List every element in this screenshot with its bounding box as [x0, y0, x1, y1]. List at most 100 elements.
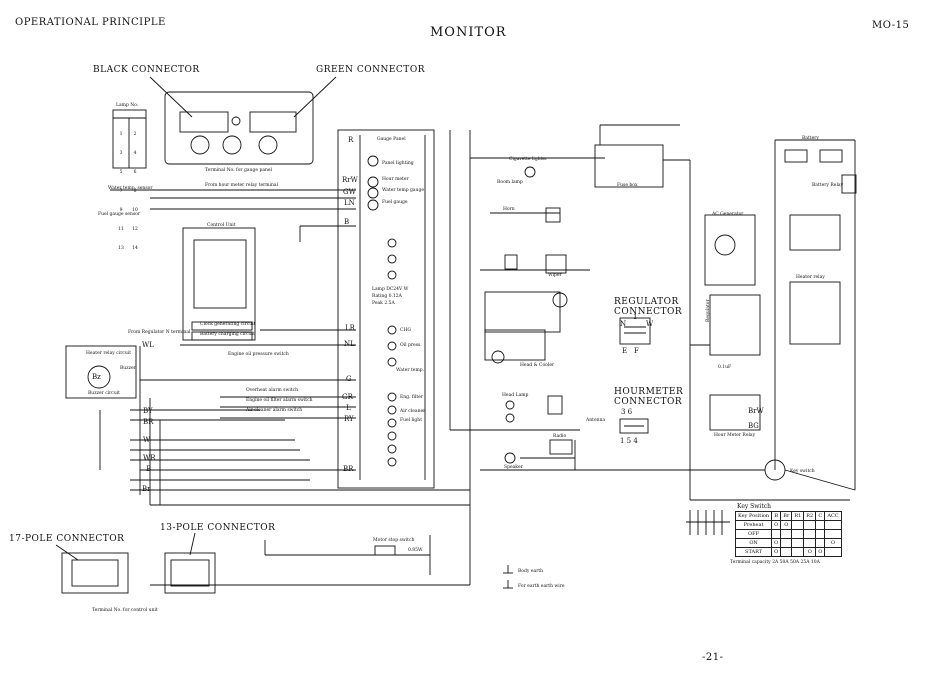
table-cell: [824, 547, 842, 557]
lamp-no-cell: 13: [118, 246, 124, 251]
table-cell: [791, 529, 805, 539]
wire-label: RY: [344, 415, 354, 423]
fuel-gauge-label: Fuel gauge: [382, 200, 408, 205]
wire-label: RrW: [342, 176, 358, 184]
wire-label: NL: [344, 340, 355, 348]
table-cell: O: [780, 520, 793, 530]
table-cell: [824, 529, 842, 539]
table-cell: [791, 520, 805, 530]
table-header-cell: ACC: [824, 511, 842, 521]
wire-label: R: [348, 136, 354, 144]
for-earth-label: For earth earth wire: [518, 584, 565, 589]
diode-label: 0.1uF: [718, 365, 732, 370]
table-cell: O: [771, 538, 782, 548]
control-unit-label: Control Unit: [207, 223, 236, 228]
table-row: START O O O: [734, 547, 842, 557]
gauge-panel-label: Gauge Panel: [377, 137, 406, 142]
terminal-gauge-label: Terminal No. for gauge panel: [205, 168, 273, 173]
wire-label: G: [346, 375, 352, 383]
antenna-label: Antenna: [586, 418, 606, 423]
lamp-no-cell: 9: [119, 208, 123, 213]
oil-press-label: Oil press.: [400, 343, 422, 348]
wire-label: LR: [345, 324, 355, 332]
section-header: OPERATIONAL PRINCIPLE: [15, 17, 166, 28]
panel-lighting-label: Panel lighting: [382, 161, 414, 166]
battery-label: Battery: [802, 136, 819, 141]
wire-label: BR: [143, 418, 154, 426]
table-cell: Preheat: [734, 520, 773, 530]
regulator-pin-f: F: [634, 347, 639, 355]
lamp-no-label: Lamp No.: [116, 103, 139, 108]
regulator-connector-label: REGULATOR CONNECTOR: [614, 297, 683, 317]
key-switch-label: Key switch: [790, 469, 815, 474]
hour-meter-relay-label: Hour Meter Relay: [714, 433, 756, 438]
table-row: ON O O: [734, 538, 842, 548]
regulator-label: Regulator: [706, 299, 711, 322]
lamp-no-cell: 11: [118, 227, 124, 232]
table-cell: O: [815, 547, 826, 557]
fuse-box-label: Fuse box: [617, 183, 638, 188]
cigarette-lighter-label: Cigarette lighter: [509, 157, 548, 162]
wire-label: BY: [143, 407, 153, 415]
table-cell: [791, 538, 805, 548]
table-header-cell: B: [771, 511, 782, 521]
table-cell: [771, 529, 782, 539]
motor-stop-label: Motor stop switch: [373, 538, 415, 543]
fuse-label: 0.85W: [408, 548, 423, 553]
wire-label: L: [346, 404, 351, 412]
key-switch-table: Key Position B Br R1 R2 C ACC Preheat O …: [734, 511, 842, 557]
wire-label: BrW: [748, 407, 764, 415]
wire-label: BR: [343, 465, 354, 473]
from-regulator-label: From Regulator N terminal: [128, 330, 191, 335]
hour-meter-relay-terminal-label: From hour meter relay terminal: [205, 183, 279, 188]
regulator-pin-e: E: [622, 347, 628, 355]
head-lamp-label: Head Lamp: [502, 393, 529, 398]
wire-label: Br: [142, 485, 151, 493]
table-header-cell: R1: [791, 511, 805, 521]
table-header-cell: Br: [780, 511, 793, 521]
horn-label: Horn: [503, 207, 515, 212]
table-cell: O: [771, 547, 782, 557]
clock-generating-label: Clock generating circuit: [200, 322, 256, 327]
heater-relay-circuit-label: Heater relay circuit: [86, 351, 132, 356]
lamp-no-cell: 12: [132, 227, 138, 232]
table-cell: [791, 547, 805, 557]
terminal-control-label: Terminal No. for control unit: [92, 608, 158, 613]
table-row: OFF: [734, 529, 842, 539]
hourmeter-pins-bottom: 1 5 4: [620, 437, 638, 445]
water-temp-gauge-label: Water temp gauge: [382, 188, 425, 193]
lamp-no-cell: 2: [133, 132, 137, 137]
lamp-no-cell: 10: [132, 208, 138, 213]
hour-meter-label: Hour meter: [382, 177, 409, 182]
lamp-no-cell: 3: [119, 151, 123, 156]
table-cell: [803, 529, 817, 539]
table-cell: [803, 520, 817, 530]
body-earth-label: Body earth: [518, 569, 544, 574]
table-cell: [824, 520, 842, 530]
wire-label: B: [146, 465, 152, 473]
hourmeter-connector-label: HOURMETER CONNECTOR: [614, 387, 684, 407]
regulator-pin-n: N: [620, 320, 627, 328]
chg-label: CHG: [400, 328, 411, 333]
fuel-gauge-sensor-label: Fuel gauge sensor: [98, 212, 141, 217]
table-cell: O: [824, 538, 842, 548]
head-cooler-label: Head & Cooler: [520, 363, 555, 368]
table-cell: [815, 538, 826, 548]
page-number: -21-: [702, 652, 724, 663]
key-switch-title: Key Switch: [737, 503, 771, 510]
table-cell: START: [734, 547, 773, 557]
peak-label: Peak 2.5A: [372, 301, 395, 306]
lamp-no-cell: 6: [133, 170, 137, 175]
table-row: Preheat O O: [734, 520, 842, 530]
table-cell: [815, 520, 826, 530]
eng-filter-label: Eng. filter: [400, 395, 423, 400]
table-cell: [803, 538, 817, 548]
battery-charging-label: Battery charging circuit: [200, 332, 255, 337]
speaker-label: Speaker: [504, 465, 523, 470]
table-header-cell: R2: [803, 511, 817, 521]
wire-label: WR: [143, 454, 156, 462]
wire-label: BG: [748, 422, 759, 430]
lamp-no-cell: 14: [132, 246, 138, 251]
buzzer-circuit-label: Buzzer circuit: [88, 391, 120, 396]
terminal-capacity-label: Terminal capacity 2A 50A 50A 25A 10A: [730, 560, 820, 565]
